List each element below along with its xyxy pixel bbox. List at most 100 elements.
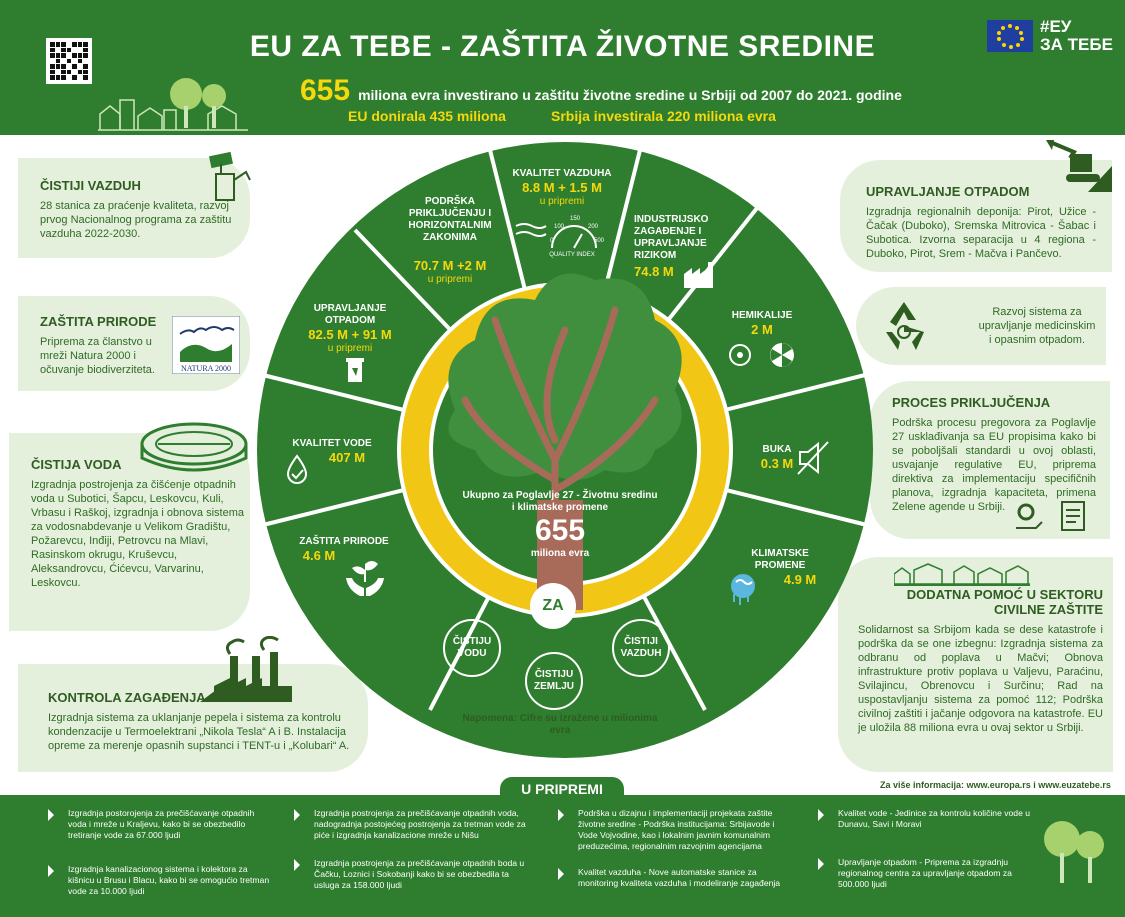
water-treatment-icon [140, 422, 248, 472]
center-unit: miliona evra [530, 548, 590, 559]
bubble-cleaner-soil: ČISTIJU ZEMLJU [525, 652, 583, 710]
headline-amount: 655 miliona evra investirano u zaštitu ž… [300, 74, 902, 108]
hazard-symbols-icon [729, 343, 794, 367]
card-nature-protection: ZAŠTITA PRIRODE Priprema za članstvo u m… [18, 296, 250, 391]
gauge-tick-150: 150 [570, 216, 581, 222]
card-waste-management: UPRAVLJANJE OTPADOM Izgradnja regionalni… [840, 160, 1112, 272]
pending-item: Upravljanje otpadom - Priprema za izgrad… [818, 857, 1038, 890]
factory-small-icon [684, 262, 713, 288]
center-value: 655 [534, 514, 586, 547]
eu-flag-icon [987, 20, 1033, 52]
segment-value: 4.6 M [302, 548, 336, 563]
card-text: Razvoj sistema za upravljanje medicinski… [978, 306, 1096, 346]
segment-sub: u pripremi [539, 196, 585, 207]
za-badge: ZA [530, 583, 576, 629]
segment-sub: u pripremi [327, 343, 373, 354]
card-text: Priprema za članstvo u mreži Natura 2000… [40, 336, 155, 376]
trees-icon [1044, 821, 1104, 883]
segment-value: 0.3 M [760, 456, 794, 471]
gauge-caption: QUALITY INDEX [549, 252, 595, 258]
page-title: EU ZA TEBE - ZAŠTITA ŽIVOTNE SREDINE [249, 30, 876, 63]
card-cleaner-air: ČISTIJI VAZDUH 28 stanica za praćenje kv… [18, 158, 250, 258]
process-gears-document-icon [1016, 501, 1085, 531]
headline-amount-text: miliona evra investirano u zaštitu život… [358, 87, 902, 103]
eu-tag-line2: ЗА ТЕБЕ [1040, 35, 1113, 54]
hands-plant-icon [346, 561, 384, 596]
pending-item: Kvalitet vazduha - Nove automatske stani… [558, 867, 788, 889]
pending-item: Kvalitet vode - Jedinice za kontrolu kol… [818, 808, 1038, 830]
excavator-icon [1046, 140, 1112, 192]
water-drop-check-icon [286, 454, 308, 484]
card-cleaner-water: ČISTIJA VODA Izgradnja postrojenja za či… [9, 433, 250, 631]
factory-icon [200, 636, 292, 702]
center-total: Ukupno za Poglavlje 27 - Životnu sredinu… [460, 490, 660, 559]
segment-nature-protection: ZAŠTITA PRIRODE 4.6 M [294, 536, 394, 564]
card-title: ČISTIJA VODA [31, 457, 122, 472]
card-text: Izgradnja sistema za uklanjanje pepela i… [48, 712, 350, 752]
segment-label: ZAŠTITA PRIRODE [299, 536, 389, 547]
segment-noise: BUKA 0.3 M [752, 444, 802, 472]
serbia-invested: Srbija investirala 220 miliona evra [551, 108, 776, 124]
segment-value: 8.8 M + 1.5 M [522, 180, 602, 195]
card-text: Solidarnost sa Srbijom kada se dese kata… [858, 624, 1103, 734]
pending-item: Podrška u dizajnu i implementaciji proje… [558, 808, 788, 852]
card-text: Izgradnja regionalnih deponija: Pirot, U… [866, 206, 1096, 260]
card-text: 28 stanica za praćenje kvaliteta, razvoj… [40, 200, 232, 240]
gauge-tick-100: 100 [554, 224, 565, 230]
pending-item: Izgradnja postorojenja za prečišćavanje … [48, 808, 273, 841]
trash-bin-icon [346, 358, 364, 382]
eu-donated: EU donirala 435 miliona [348, 108, 506, 124]
more-info-link[interactable]: Za više informacija: www.europa.rs i www… [880, 780, 1111, 790]
gauge-tick-0: 0 [550, 238, 554, 244]
header-banner: EU ZA TEBE - ZAŠTITA ŽIVOTNE SREDINE 655… [0, 0, 1125, 135]
segment-waste-management: UPRAVLJANJE OTPADOM 82.5 M + 91 M u prip… [298, 303, 402, 354]
card-title: KONTROLA ZAGAĐENJA [48, 690, 206, 705]
bubble-cleaner-water: ČISTIJU VODU [443, 619, 501, 677]
headline-amount-value: 655 [300, 74, 351, 107]
houses-icon [894, 563, 1030, 586]
segment-chemicals: HEMIKALIJE 2 M [727, 310, 797, 338]
qr-code[interactable] [46, 38, 92, 84]
natura-2000-logo: NATURA 2000 [172, 316, 240, 374]
segment-value: 4.9 M [783, 572, 817, 587]
pending-section: Izgradnja postorojenja za prečišćavanje … [0, 795, 1125, 917]
bubble-cleaner-air: ČISTIJI VAZDUH [612, 619, 670, 677]
figures-note: Napomena: Cifre su izražene u milionima … [462, 713, 658, 736]
card-medical-waste: Razvoj sistema za upravljanje medicinski… [856, 287, 1106, 365]
segment-sub: u pripremi [427, 274, 473, 285]
card-pollution-control: KONTROLA ZAGAĐENJA Izgradnja sistema za … [18, 664, 368, 772]
card-text: Podrška procesu pregovora za Poglavlje 2… [892, 417, 1096, 513]
recycle-biohazard-icon [886, 302, 924, 350]
card-civil-protection: DODATNA POMOĆ U SEKTORU CIVILNE ZAŠTITE … [838, 557, 1113, 772]
segment-label: KVALITET VAZDUHA [512, 168, 612, 179]
qr-pattern [50, 42, 88, 80]
card-title: PROCES PRIKLJUČENJA [892, 395, 1051, 410]
card-text: Izgradnja postrojenja za čišćenje otpadn… [31, 479, 244, 589]
segment-industrial-pollution: INDUSTRIJSKO ZAGAĐENJE I UPRAVLJANJE RIZ… [634, 214, 734, 280]
segment-label: KVALITET VODE [292, 438, 372, 449]
segment-air-quality: KVALITET VAZDUHA 8.8 M + 1.5 M u priprem… [502, 168, 622, 207]
segment-label: KLIMATSKE PROMENE [751, 548, 809, 571]
card-accession-process: PROCES PRIKLJUČENJA Podrška procesu preg… [870, 381, 1110, 539]
card-title: ČISTIJI VAZDUH [40, 178, 141, 193]
melting-globe-icon [731, 574, 755, 605]
segment-label: HEMIKALIJE [731, 310, 793, 321]
segment-value: 74.8 M [634, 264, 674, 279]
tree-trunk [461, 306, 659, 604]
segment-accession-support: PODRŠKA PRIKLJUČENJU I HORIZONTALNIM ZAK… [400, 196, 500, 285]
pending-title: U PRIPREMI [500, 777, 624, 801]
eu-tag-logo: #ЕУ ЗА ТЕБЕ [1040, 18, 1113, 54]
segment-water-quality: KVALITET VODE 407 M [292, 438, 372, 466]
card-title: DODATNA POMOĆ U SEKTORU CIVILNE ZAŠTITE [906, 587, 1103, 617]
segment-value: 70.7 M +2 M [413, 258, 487, 273]
segment-value: 2 M [751, 322, 773, 337]
air-quality-gauge-icon: 0 100 150 200 500 QUALITY INDEX [515, 216, 605, 258]
card-title: UPRAVLJANJE OTPADOM [866, 184, 1030, 199]
segment-value: 407 M [328, 450, 366, 465]
natura-label: NATURA 2000 [181, 364, 231, 373]
pending-item: Izgradnja postrojenja za prečišćavanje o… [294, 808, 529, 841]
card-title: ZAŠTITA PRIRODE [40, 314, 157, 329]
investment-wheel [257, 142, 873, 758]
gauge-tick-500: 500 [594, 238, 605, 244]
segment-label: INDUSTRIJSKO ZAGAĐENJE I UPRAVLJANJE RIZ… [634, 214, 709, 261]
